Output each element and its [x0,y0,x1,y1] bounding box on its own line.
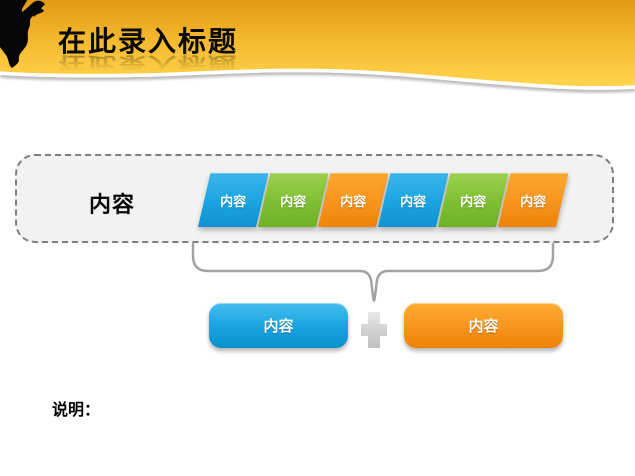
segment-parallelogram: 内容 [258,173,329,227]
segment-label: 内容 [400,193,427,209]
result-left-label: 内容 [263,318,294,335]
segment-parallelogram: 内容 [318,173,389,227]
segment-parallelogram: 内容 [198,173,269,227]
header-background [0,0,635,88]
result-right-shape: 内容 [404,303,563,348]
plus-icon [361,312,387,348]
segment-label: 内容 [340,193,367,209]
segment-label: 内容 [520,193,547,209]
result-left-shape: 内容 [209,303,348,348]
segment-parallelogram: 内容 [438,173,509,227]
segment-row: 内容 内容 内容 内容 内容 内容 [198,173,569,227]
segment-label: 内容 [220,193,247,209]
segment-label: 内容 [460,193,487,209]
climber-silhouette-icon [0,0,45,68]
climber-arm-icon [32,4,44,17]
segment-parallelogram: 内容 [378,173,449,227]
note-label: 说明： [52,402,101,419]
result-right-label: 内容 [468,318,499,335]
panel-label: 内容 [89,192,136,217]
segment-label: 内容 [280,193,307,209]
header-orange-area [0,0,635,88]
slide-title: 在此录入标题 [58,26,239,57]
